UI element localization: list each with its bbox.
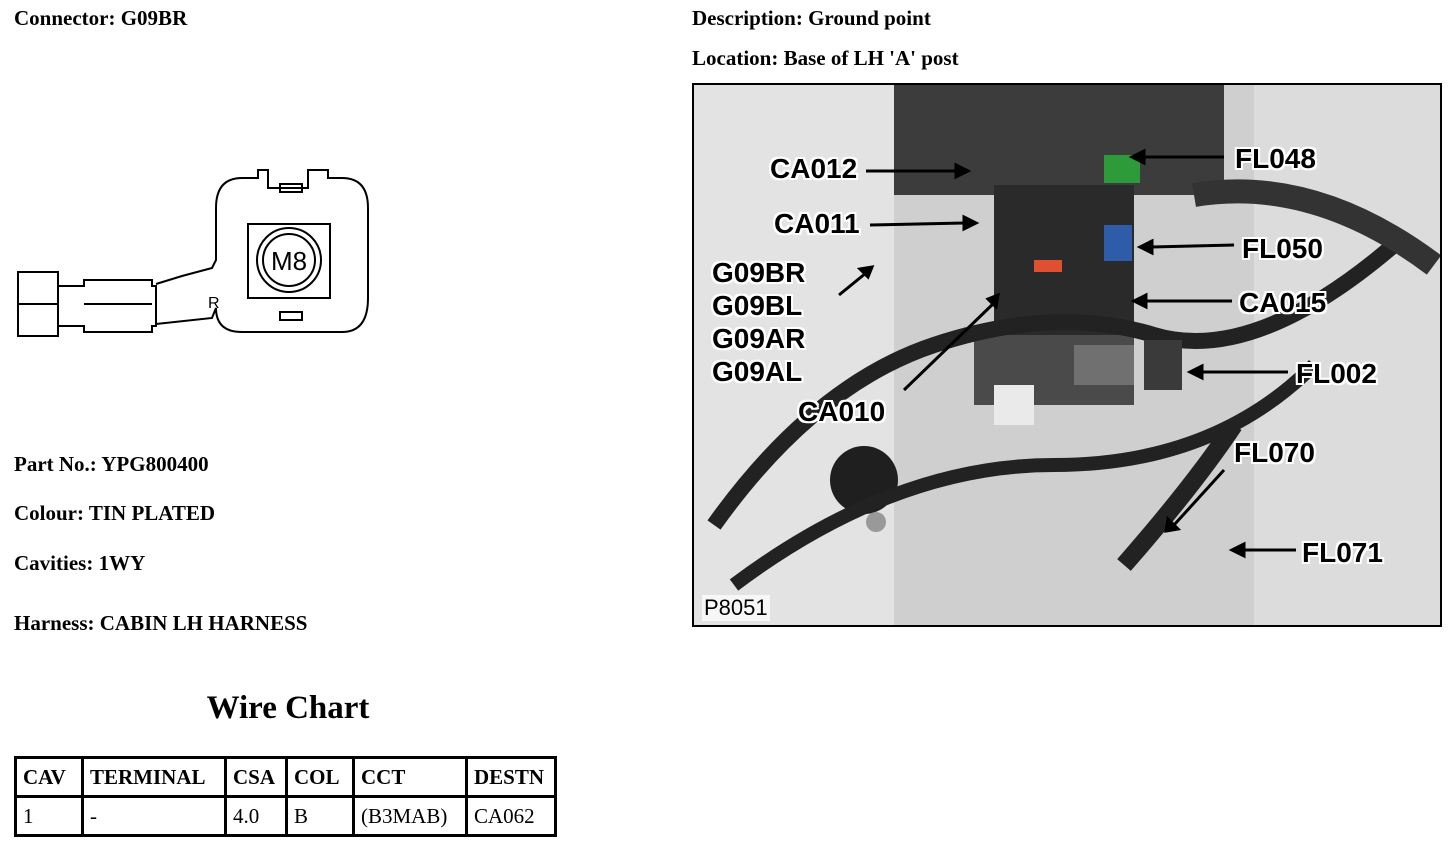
callout-g09br: G09BR [712,257,806,288]
callout-g09al: G09AL [712,356,803,387]
col-destn: DESTN [465,756,557,798]
cavities-label: Cavities: 1WY [14,551,146,575]
connector-diagram: M8 R [17,169,369,337]
callout-fl071: FL071 [1302,537,1383,568]
cell-terminal: - [81,795,227,837]
wire-chart-title: Wire Chart [206,690,370,726]
callout-g09bl: G09BL [712,290,803,321]
callout-ca015: CA015 [1239,287,1327,318]
callout-fl070: FL070 [1234,437,1315,468]
callout-ca011: CA011 [774,208,860,239]
cell-destn: CA062 [465,795,557,837]
col-cav: CAV [14,756,84,798]
harness-label: Harness: CABIN LH HARNESS [14,611,308,635]
marker-r: R [208,295,220,312]
col-col: COL [285,756,355,798]
col-csa: CSA [224,756,288,798]
callout-fl002: FL002 [1296,358,1377,389]
location-label: Location: Base of LH 'A' post [692,46,959,70]
part-number: Part No.: YPG800400 [14,452,209,476]
description-label: Description: Ground point [692,6,931,30]
table-row: 1 - 4.0 B (B3MAB) CA062 [14,795,557,837]
photo-id: P8051 [702,595,770,621]
wire-chart-table: CAV TERMINAL CSA COL CCT DESTN 1 - 4.0 B… [14,756,557,837]
photo-illustration [694,85,1440,625]
col-terminal: TERMINAL [81,756,227,798]
callout-ca012: CA012 [770,153,858,184]
callout-fl048: FL048 [1235,143,1316,174]
callout-g09ar: G09AR [712,323,806,354]
cell-cav: 1 [14,795,84,837]
table-header-row: CAV TERMINAL CSA COL CCT DESTN [14,756,557,798]
cell-col: B [285,795,355,837]
callout-fl050: FL050 [1242,233,1323,264]
colour-label: Colour: TIN PLATED [14,501,216,525]
stud-label: M8 [271,246,307,276]
connector-title: Connector: G09BR [14,6,188,30]
callout-ca010: CA010 [798,396,886,427]
location-photo: CA012 CA011 G09BR G09BL G09AR G09AL CA01… [692,83,1442,627]
cell-cct: (B3MAB) [352,795,468,837]
col-cct: CCT [352,756,468,798]
cell-csa: 4.0 [224,795,288,837]
